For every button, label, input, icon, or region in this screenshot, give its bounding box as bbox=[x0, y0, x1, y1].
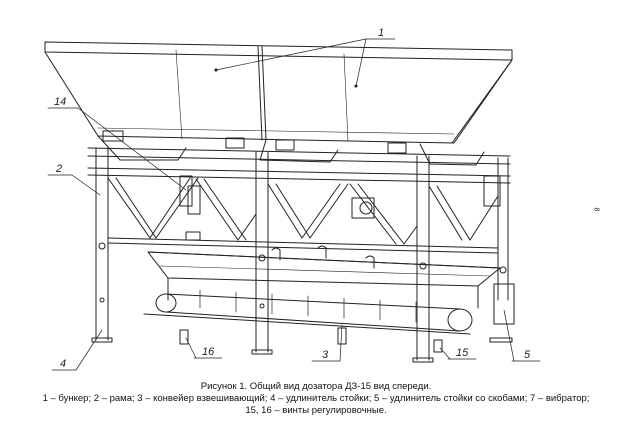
figure-caption-legend: 1 – бункер; 2 – рама; 3 – конвейер взвеш… bbox=[42, 393, 590, 404]
callout-1a: 1 bbox=[378, 27, 384, 39]
callout-4: 4 bbox=[60, 358, 66, 370]
foot-pads bbox=[91, 337, 513, 363]
hopper bbox=[44, 41, 513, 166]
callout-14: 14 bbox=[54, 96, 66, 108]
callout-2: 2 bbox=[55, 163, 62, 175]
frame bbox=[87, 147, 511, 361]
callout-15: 15 bbox=[456, 347, 469, 359]
callout-16: 16 bbox=[202, 346, 215, 358]
callout-3: 3 bbox=[322, 349, 329, 361]
weighing-conveyor bbox=[143, 245, 515, 353]
callout-leaders bbox=[47, 38, 541, 371]
side-mark: 8 bbox=[592, 207, 600, 212]
vibrator-units bbox=[179, 175, 501, 241]
figure-caption-title: Рисунок 1. Общий вид дозатора ДЗ-15 вид … bbox=[200, 381, 432, 392]
callout-5: 5 bbox=[524, 349, 531, 361]
figure-caption-legend-cont: 15, 16 – винты регулировочные. bbox=[245, 405, 387, 416]
